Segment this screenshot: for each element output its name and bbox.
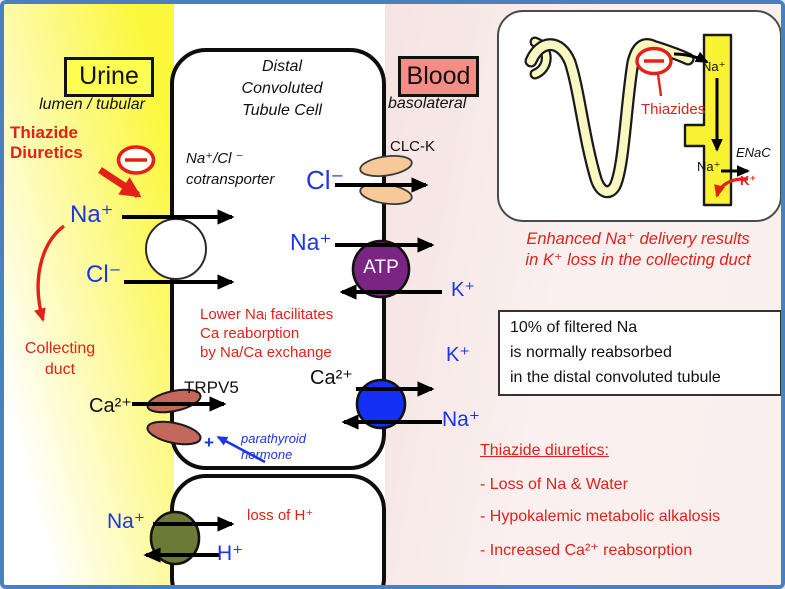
inset-caption: Enhanced Na⁺ delivery results in K⁺ loss… <box>525 230 751 269</box>
effects-item3: - Increased Ca²⁺ reabsorption <box>480 542 693 559</box>
effects-item1: - Loss of Na & Water <box>480 476 628 493</box>
bottom-h-label: H⁺ <box>217 542 244 565</box>
note-box: 10% of filtered Na is normally reabsorbe… <box>498 310 781 396</box>
bottom-na-label: Na⁺ <box>107 510 145 533</box>
blood-na-label: Na⁺ <box>442 408 480 431</box>
blood-label-box: Blood <box>398 56 479 97</box>
clck-label: CLC-K <box>390 138 436 155</box>
blood-k2-label: K⁺ <box>446 344 470 366</box>
na-ca-note: Lower Naᵢ facilitates Ca reaborption by … <box>200 306 334 361</box>
cell-cl-label: Cl⁻ <box>306 165 345 195</box>
lumen-compartment <box>4 4 174 585</box>
inset-enac-label: ENaC <box>736 145 771 160</box>
urine-label: Urine <box>79 62 139 90</box>
thiazide-diuretics-label: Thiazide Diuretics <box>10 123 83 162</box>
blood-k1-label: K⁺ <box>451 279 475 301</box>
urine-label-box: Urine <box>64 57 154 97</box>
downstream-cell-body <box>170 474 386 585</box>
lumen-ca-label: Ca²⁺ <box>89 395 132 417</box>
pth-label: parathyroid hormone <box>241 431 307 462</box>
lumen-subtitle: lumen / tubular <box>39 96 145 113</box>
note-line1: 10% of filtered Na <box>510 319 638 336</box>
effects-title: Thiazide diuretics: <box>480 442 609 459</box>
cell-ca-label: Ca²⁺ <box>310 367 353 389</box>
note-line2: is normally reabsorbed <box>510 344 672 361</box>
trpv5-label: TRPV5 <box>184 378 239 397</box>
atp-label: ATP <box>363 257 399 278</box>
basolateral-label: basolateral <box>388 95 467 112</box>
inset-thiazides-label: Thiazides <box>641 101 706 118</box>
ncc-label: Na⁺/Cl ⁻ cotransporter <box>186 150 275 188</box>
note-line3: in the distal convoluted tubule <box>510 369 721 386</box>
blood-label: Blood <box>406 62 471 90</box>
nephron-inset-box <box>497 10 781 222</box>
collecting-duct-label: Collecting duct <box>24 340 96 378</box>
loss-h-label: loss of H⁺ <box>247 507 314 524</box>
lumen-cl-label: Cl⁻ <box>86 261 122 288</box>
effects-item2: - Hypokalemic metabolic alkalosis <box>480 508 721 525</box>
cell-na-label: Na⁺ <box>290 229 332 255</box>
cell-title: Distal Convoluted Tubule Cell <box>241 58 323 119</box>
lumen-na-label: Na⁺ <box>70 201 114 228</box>
inset-k-label: K⁺ <box>740 173 757 188</box>
inset-na-bottom-label: Na⁺ <box>697 159 721 174</box>
pth-plus-label: + <box>204 433 214 452</box>
inset-na-top-label: Na⁺ <box>702 59 726 74</box>
